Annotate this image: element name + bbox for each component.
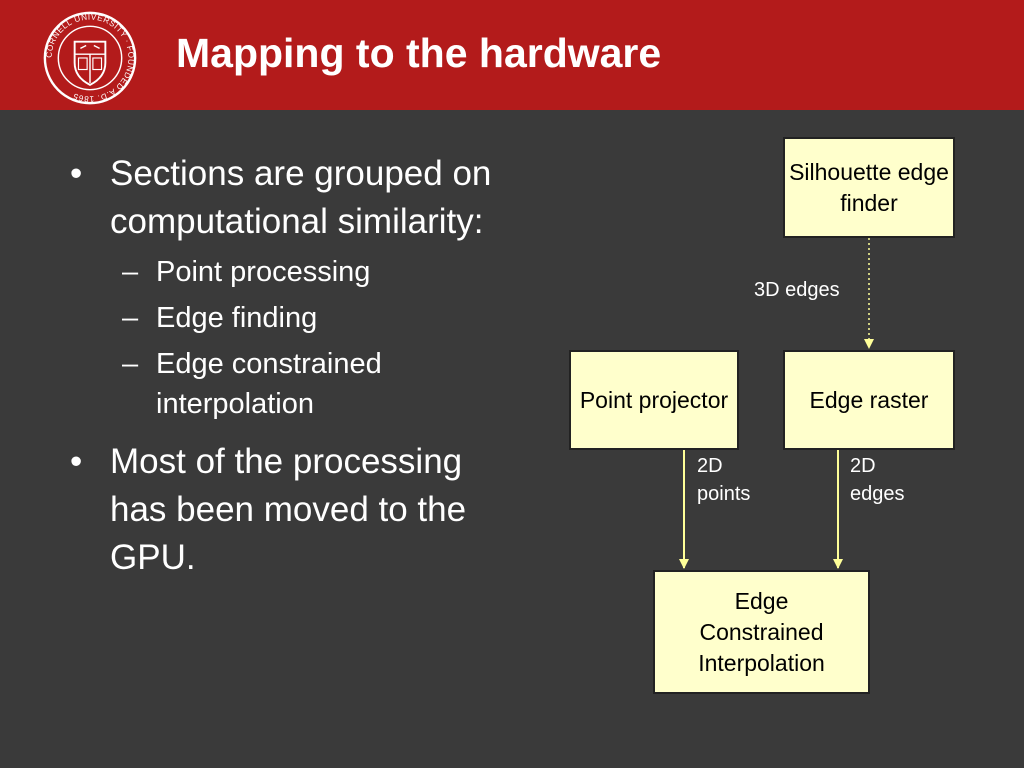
cornell-seal-icon: CORNELL UNIVERSITY · FOUNDED A.D. 1865 xyxy=(43,11,137,105)
page-title: Mapping to the hardware xyxy=(176,30,662,76)
label-2d-points: 2D points xyxy=(697,455,751,505)
sub-bullet-text: Edge finding xyxy=(156,302,318,334)
node-silhouette-edge-finder: Silhouette edge finder xyxy=(783,137,955,238)
label-2d-edges: 2D edges xyxy=(850,455,905,505)
node-point-projector: Point projector xyxy=(569,350,739,450)
sub-bullet-text: Edge constrained interpolation xyxy=(156,348,382,420)
bullet-text: Most of the processing has been moved to… xyxy=(110,442,467,577)
dash-mark: – xyxy=(122,256,139,288)
sub-bullet-item: – Edge finding xyxy=(70,298,510,338)
sub-bullet-text: Point processing xyxy=(156,256,371,288)
bullet-mark: • xyxy=(70,442,83,481)
bullet-text: Sections are grouped on computational si… xyxy=(110,154,492,241)
bullet-mark: • xyxy=(70,154,83,193)
dash-mark: – xyxy=(122,302,139,334)
bullet-list: • Sections are grouped on computational … xyxy=(70,150,510,582)
title-bar: CORNELL UNIVERSITY · FOUNDED A.D. 1865 M… xyxy=(0,0,1024,110)
bullet-item: • Most of the processing has been moved … xyxy=(70,438,510,582)
node-edge-constrained-interpolation: Edge Constrained Interpolation xyxy=(653,570,870,694)
bullet-item: • Sections are grouped on computational … xyxy=(70,150,510,246)
sub-bullet-item: – Edge constrained interpolation xyxy=(70,344,510,424)
dash-mark: – xyxy=(122,348,139,380)
node-edge-raster: Edge raster xyxy=(783,350,955,450)
sub-bullet-item: – Point processing xyxy=(70,252,510,292)
label-3d-edges: 3D edges xyxy=(754,279,840,301)
